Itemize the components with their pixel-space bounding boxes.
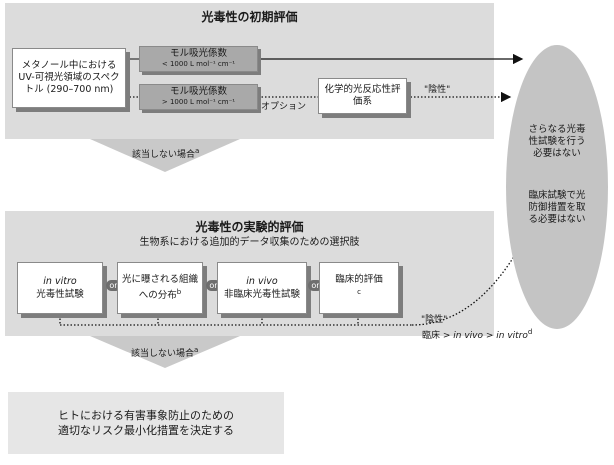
phase1-not-applicable-text: 該当しない場合 bbox=[132, 150, 196, 160]
risk-line-2: 適切なリスク最小化措置を決定する bbox=[58, 424, 234, 437]
down-chevron-1 bbox=[90, 139, 240, 172]
phase1-negative-label: "陰性" bbox=[424, 85, 451, 95]
experimental-assessment-subtitle: 生物系における追加的データ収集のための選択肢 bbox=[139, 237, 360, 248]
in-vitro-test-box: in vitro 光毒性試験 bbox=[17, 262, 103, 314]
in-vivo-test-box: in vivo 非臨床光毒性試験 bbox=[217, 262, 307, 314]
footnote-b: b bbox=[176, 288, 182, 297]
in-vivo-rest: 非臨床光毒性試験 bbox=[223, 289, 300, 300]
uv-spectrum-box: メタノール中における UV-可視光領域のスペクトル (290–700 nm) bbox=[12, 48, 126, 108]
experimental-assessment-title: 光毒性の実験的評価 bbox=[195, 220, 304, 234]
ellipse-text-1: さらなる光毒性試験を行う必要はない bbox=[528, 124, 586, 159]
no-further-testing-ellipse bbox=[506, 45, 608, 329]
footnote-d: d bbox=[527, 328, 533, 336]
high-box-label: モル吸光係数 bbox=[169, 86, 227, 97]
phase1-not-applicable-label: 該当しない場合a bbox=[132, 147, 199, 160]
low-box-label: モル吸光係数 bbox=[169, 48, 227, 59]
tissue-distribution-box: 光に曝される組織への分布b bbox=[117, 262, 203, 314]
option-label: オプション bbox=[261, 102, 307, 112]
footnote-c: c bbox=[357, 288, 361, 297]
phase2-not-applicable-text: 該当しない場合 bbox=[131, 349, 195, 359]
in-vitro-rest: 光毒性試験 bbox=[36, 289, 84, 300]
risk-line-1: ヒトにおける有害事象防止のための bbox=[58, 409, 234, 422]
tissue-distribution-text: 光に曝される組織への分布 bbox=[122, 274, 199, 302]
in-vivo-label: in vivo bbox=[246, 276, 278, 287]
low-box-value: < 1000 L mol⁻¹ cm⁻¹ bbox=[161, 60, 236, 68]
ellipse-text-2: 臨床試験で光防御措置を取る必要はない bbox=[528, 190, 586, 225]
clinical-evaluation-text: 臨床的評価 bbox=[335, 274, 383, 286]
priority-in-vivo: in vivo bbox=[453, 331, 483, 341]
priority-sep: > bbox=[483, 331, 497, 341]
phase2-negative-label: "陰性" bbox=[421, 315, 448, 325]
down-chevron-2 bbox=[90, 336, 240, 368]
chemical-photoreactivity-box: 化学的光反応性評価系 bbox=[318, 78, 407, 114]
phase2-footnote-a: a bbox=[194, 346, 199, 354]
phase2-not-applicable-label: 該当しない場合a bbox=[131, 346, 198, 359]
or-pill-2: or bbox=[206, 280, 221, 291]
priority-in-vitro: in vitro bbox=[496, 331, 528, 341]
initial-assessment-title: 光毒性の初期評価 bbox=[201, 10, 298, 24]
high-molar-absorption-box: モル吸光係数 > 1000 L mol⁻¹ cm⁻¹ bbox=[139, 84, 258, 110]
in-vitro-label: in vitro bbox=[43, 276, 77, 287]
priority-order-label: 臨床 > in vivo > in vitrod bbox=[422, 328, 532, 341]
risk-minimization-box: ヒトにおける有害事象防止のための 適切なリスク最小化措置を決定する bbox=[8, 392, 284, 454]
clinical-evaluation-box: 臨床的評価 c bbox=[319, 262, 399, 314]
or-pill-3: or bbox=[308, 280, 323, 291]
high-box-value: > 1000 L mol⁻¹ cm⁻¹ bbox=[161, 98, 236, 106]
or-pill-1: or bbox=[106, 280, 121, 291]
low-molar-absorption-box: モル吸光係数 < 1000 L mol⁻¹ cm⁻¹ bbox=[139, 46, 258, 72]
phase1-footnote-a: a bbox=[195, 147, 200, 155]
priority-clinical: 臨床 > bbox=[422, 331, 454, 341]
